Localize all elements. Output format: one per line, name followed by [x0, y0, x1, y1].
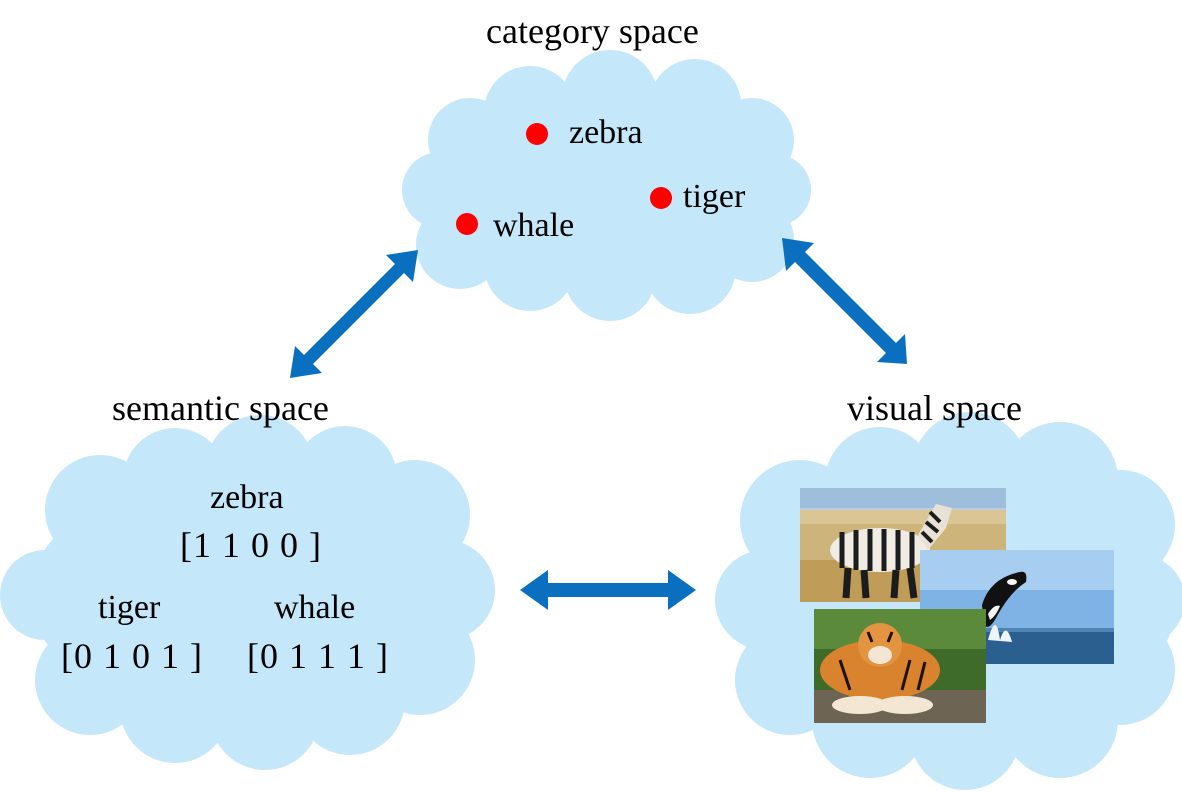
- point-zebra: [526, 123, 548, 145]
- semantic-vector-whale: [0 1 1 1 ]: [247, 636, 389, 676]
- semantic-label-whale: whale: [274, 589, 356, 626]
- category-label-zebra: zebra: [569, 114, 643, 151]
- category-space-title: category space: [486, 11, 699, 51]
- semantic-vector-tiger: [0 1 0 1 ]: [61, 636, 203, 676]
- visual-space-title: visual space: [847, 388, 1022, 428]
- arrow-semantic-visual: [520, 570, 696, 610]
- orca-photo: [920, 550, 1114, 664]
- category-label-whale: whale: [493, 207, 575, 244]
- arrow-category-visual: [782, 238, 907, 364]
- point-whale: [456, 213, 478, 235]
- semantic-vector-zebra: [1 1 0 0 ]: [180, 525, 322, 565]
- semantic-label-zebra: zebra: [210, 479, 284, 516]
- category-label-tiger: tiger: [683, 178, 746, 215]
- arrow-category-semantic: [290, 250, 418, 378]
- semantic-cloud: [0, 415, 495, 770]
- category-cloud: [402, 50, 811, 321]
- semantic-space-title: semantic space: [112, 388, 329, 428]
- semantic-label-tiger: tiger: [98, 589, 161, 626]
- point-tiger: [650, 187, 672, 209]
- tiger-photo: [814, 609, 986, 723]
